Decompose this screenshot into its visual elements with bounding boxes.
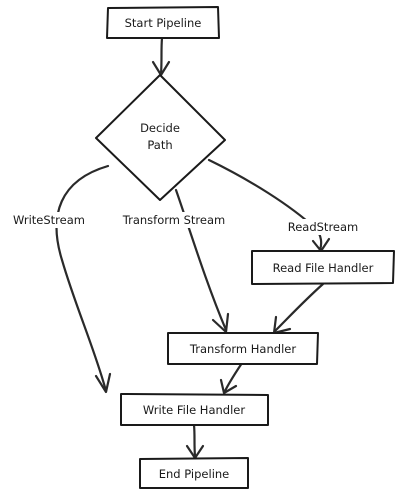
edge-write-to-end	[185, 423, 205, 460]
svg-text:WriteStream: WriteStream	[13, 213, 85, 227]
svg-text:Transform Stream: Transform Stream	[122, 213, 225, 227]
edge-label-write-stream: WriteStream	[8, 212, 90, 228]
edge-start-to-decide	[151, 36, 171, 77]
svg-text:End Pipeline: End Pipeline	[159, 467, 230, 481]
edge-transform-to-write	[219, 361, 244, 395]
edge-read-to-transform	[272, 282, 325, 335]
edge-decide-to-transform	[174, 188, 230, 334]
svg-text:Path: Path	[147, 138, 172, 152]
node-decide-path[interactable]: Decide Path	[95, 74, 226, 201]
edge-label-read-stream: ReadStream	[282, 219, 364, 235]
node-transform-handler[interactable]: Transform Handler	[167, 332, 319, 365]
svg-text:Start Pipeline: Start Pipeline	[125, 16, 202, 30]
svg-text:Write File Handler: Write File Handler	[143, 403, 245, 417]
node-write-file-handler[interactable]: Write File Handler	[120, 393, 269, 426]
node-start-pipeline[interactable]: Start Pipeline	[106, 6, 220, 39]
edge-decide-to-read	[207, 158, 331, 253]
edge-decide-to-write	[55, 164, 112, 394]
svg-text:Decide: Decide	[140, 121, 180, 135]
node-read-file-handler[interactable]: Read File Handler	[251, 250, 395, 285]
svg-text:Read File Handler: Read File Handler	[273, 261, 374, 275]
node-end-pipeline[interactable]: End Pipeline	[139, 457, 249, 489]
svg-text:Transform Handler: Transform Handler	[189, 342, 296, 356]
edge-label-transform-stream: Transform Stream	[112, 212, 236, 228]
svg-text:ReadStream: ReadStream	[288, 220, 359, 234]
